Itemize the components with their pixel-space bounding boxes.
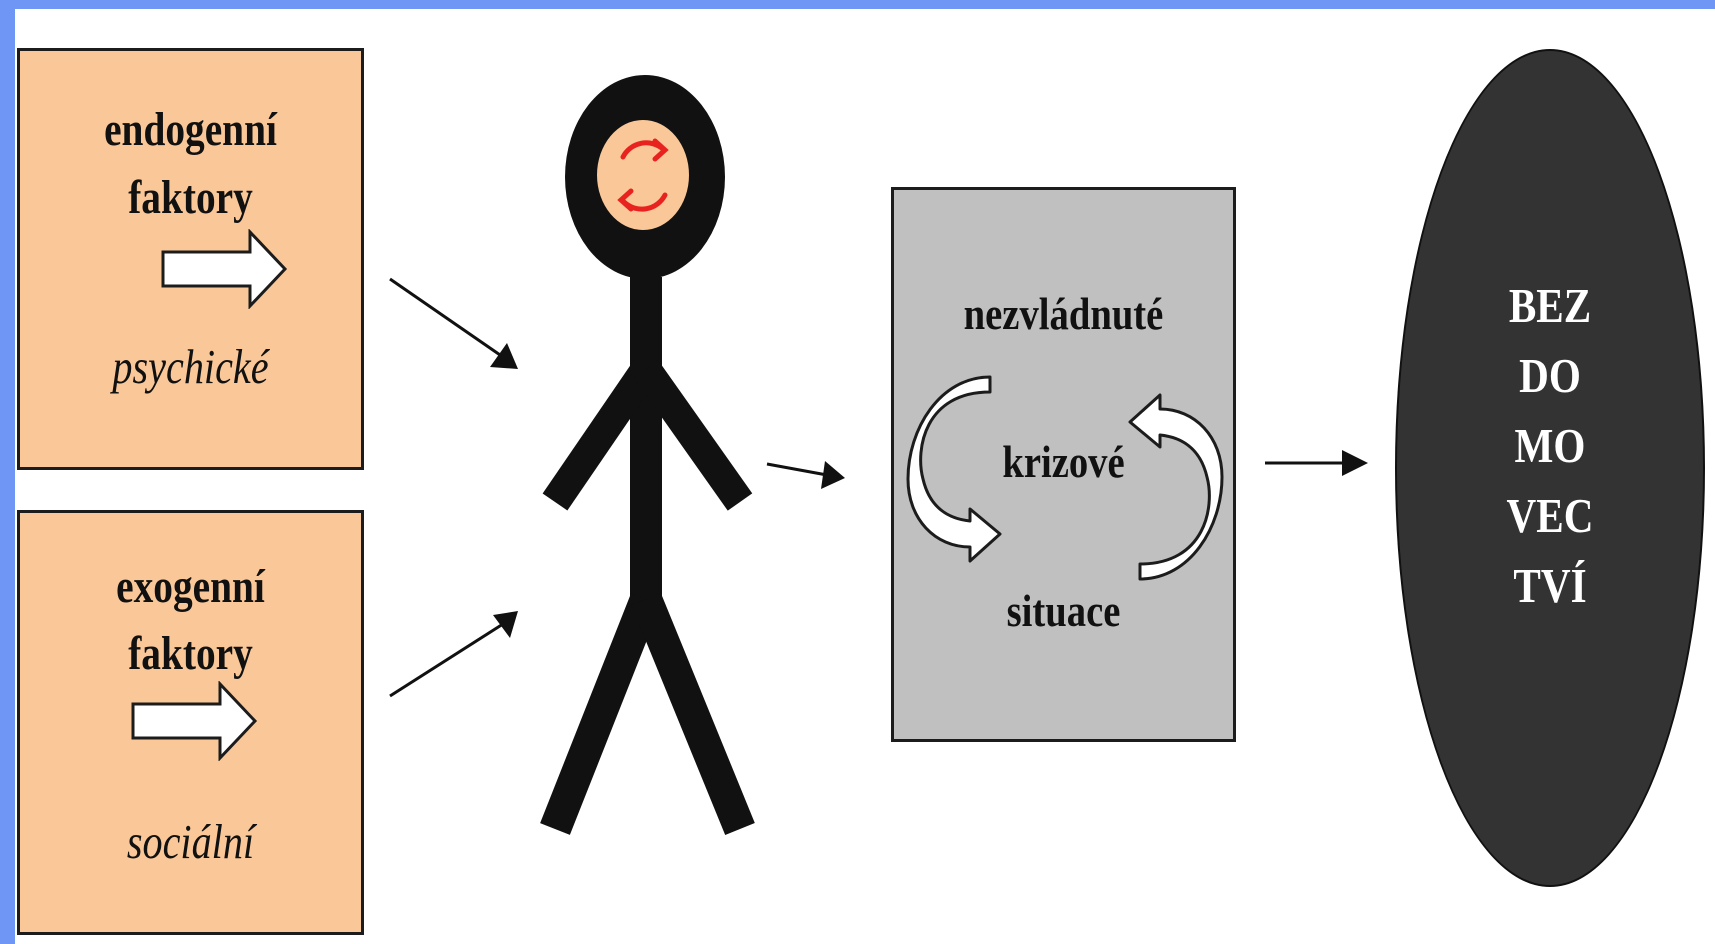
- exogenous-title-line1: exogenní: [116, 560, 265, 613]
- homelessness-text: BEZ DO MO VEC TVÍ: [1421, 271, 1678, 621]
- crisis-line1: nezvládnuté: [963, 288, 1164, 339]
- exogenous-subtitle: sociální: [126, 814, 255, 869]
- endogenous-subtitle: psychické: [112, 339, 269, 394]
- homelessness-line: MO: [1514, 418, 1586, 473]
- endogenous-title-line2: faktory: [128, 171, 253, 224]
- right-arrow-icon: [161, 229, 288, 309]
- homelessness-line: TVÍ: [1513, 558, 1587, 613]
- stick-figure: [540, 75, 755, 836]
- homelessness-line: VEC: [1506, 488, 1594, 543]
- crisis-line3: situace: [1006, 585, 1121, 636]
- crisis-line2: krizové: [1002, 436, 1125, 487]
- homelessness-oval: BEZ DO MO VEC TVÍ: [1395, 49, 1705, 887]
- homelessness-line: BEZ: [1508, 278, 1592, 333]
- exogenous-factors-box: exogenní faktory sociální: [17, 510, 364, 935]
- connector-arrow-to-homelessness: [1265, 450, 1368, 476]
- connector-arrow-to-crisis: [766, 461, 845, 489]
- curved-arrow-left-icon: [906, 375, 1002, 563]
- diagram-canvas: endogenní faktory psychické exogenní fak…: [15, 9, 1715, 944]
- right-arrow-icon: [131, 681, 258, 761]
- cycle-arrows-icon: [617, 138, 669, 212]
- connector-arrow-exogenous: [389, 611, 518, 698]
- endogenous-title-line1: endogenní: [104, 103, 277, 156]
- connector-arrow-endogenous: [389, 277, 518, 369]
- homelessness-line: DO: [1519, 348, 1581, 403]
- crisis-situation-box: nezvládnuté krizové situace: [891, 187, 1236, 742]
- curved-arrow-right-icon: [1128, 393, 1224, 581]
- exogenous-title-line2: faktory: [128, 627, 253, 680]
- endogenous-factors-box: endogenní faktory psychické: [17, 48, 364, 470]
- diagram-overlay: [389, 75, 1368, 836]
